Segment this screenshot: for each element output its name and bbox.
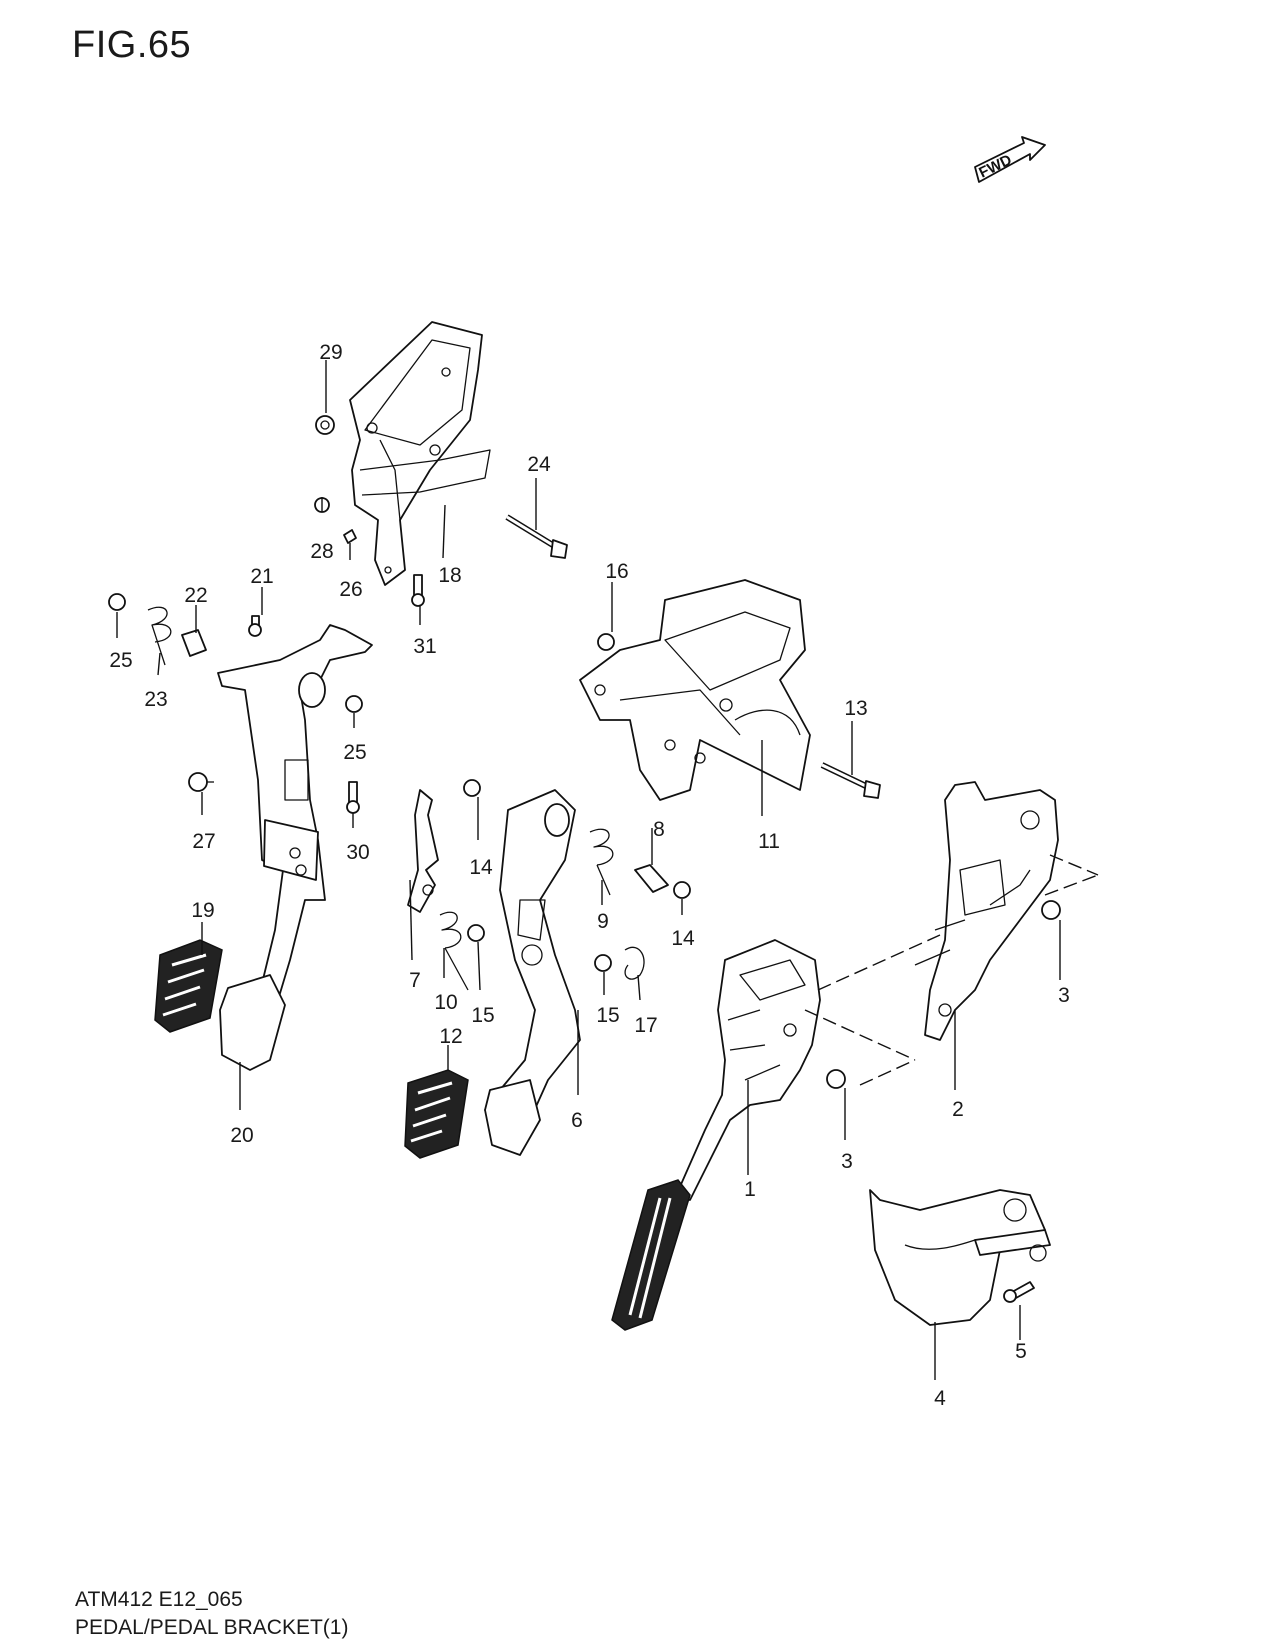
callout-5: 5 [1015,1340,1027,1363]
callout-9: 9 [597,910,609,933]
cover-4 [869,1189,1051,1326]
figure-title: FIG.65 [72,24,192,66]
pedal-bracket-upper [349,321,491,586]
brake-pedal-pad [404,1069,469,1159]
clutch-pedal-arm [217,624,373,1071]
callout-17: 17 [634,1014,657,1037]
leader-lines [116,360,1099,1380]
callout-21: 21 [250,565,273,588]
callout-19: 19 [191,899,214,922]
diagram-name: PEDAL/PEDAL BRACKET(1) [75,1616,349,1639]
callout-15-right: 15 [596,1004,619,1027]
small-fasteners [108,415,1061,1303]
accelerator-pedal [611,939,821,1331]
callout-24: 24 [527,453,551,476]
callout-28: 28 [310,540,333,563]
callout-15-mid: 15 [471,1004,494,1027]
pedal-bracket-main [579,579,811,801]
spring-10 [439,911,469,991]
callout-10: 10 [434,991,457,1014]
bracket-2 [914,781,1059,1041]
bolt-24 [505,514,568,559]
callout-29: 29 [319,341,342,364]
callout-30: 30 [346,841,369,864]
callout-2: 2 [952,1098,964,1121]
callout-16: 16 [605,560,628,583]
bolt-13 [820,762,881,799]
lever-7 [407,789,439,913]
callout-11: 11 [758,830,780,853]
diagram-code: ATM412 E12_065 [75,1588,243,1611]
callout-13: 13 [844,697,867,720]
callout-3-right: 3 [1058,984,1070,1007]
callout-18: 18 [438,564,461,587]
callout-23: 23 [144,688,167,711]
callout-3-bottom: 3 [841,1150,853,1173]
callout-14-mid: 14 [469,856,493,879]
callout-7: 7 [409,969,421,992]
pin-22-spring-23 [147,606,207,666]
callout-22: 22 [184,584,207,607]
callout-numbers: 29 24 28 18 16 21 22 26 31 25 23 13 25 8… [109,341,1070,1410]
callout-6: 6 [571,1109,583,1132]
callout-20: 20 [230,1124,253,1147]
callout-25-mid: 25 [343,741,366,764]
callout-25-left: 25 [109,649,132,672]
callout-14-right: 14 [671,927,695,950]
callout-12: 12 [439,1025,462,1048]
clutch-pedal-pad [154,939,223,1033]
callout-8: 8 [653,818,665,841]
spring-9-pin-8-clip-17 [589,828,669,980]
brake-pedal-arm [484,789,581,1156]
callout-1: 1 [744,1178,756,1201]
callout-26: 26 [339,578,362,601]
fwd-label: FWD [976,151,1014,181]
callout-4: 4 [934,1387,946,1410]
callout-31: 31 [413,635,436,658]
fwd-arrow-icon: FWD [974,136,1046,183]
callout-27: 27 [192,830,215,853]
